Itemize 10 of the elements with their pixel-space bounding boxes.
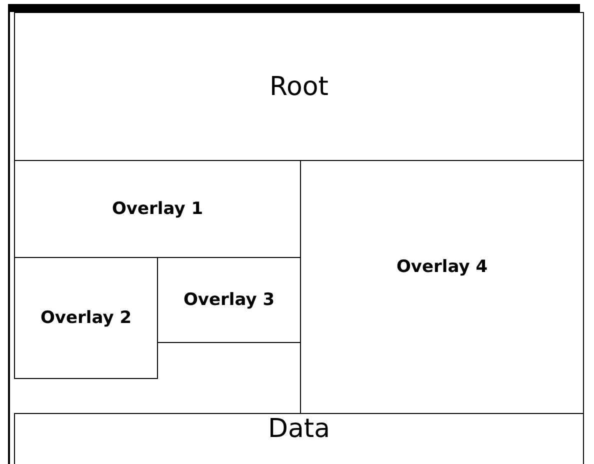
memory-block — [300, 160, 584, 414]
block-label: Root — [270, 72, 328, 102]
block-label: Overlay 1 — [112, 199, 204, 219]
block-label: Data — [268, 414, 330, 444]
memory-block — [14, 12, 584, 161]
memory-block — [14, 413, 584, 464]
block-label: Overlay 2 — [40, 308, 132, 328]
block-label: Overlay 4 — [396, 257, 488, 277]
memory-block — [14, 257, 158, 379]
block-label: Overlay 3 — [183, 290, 275, 310]
